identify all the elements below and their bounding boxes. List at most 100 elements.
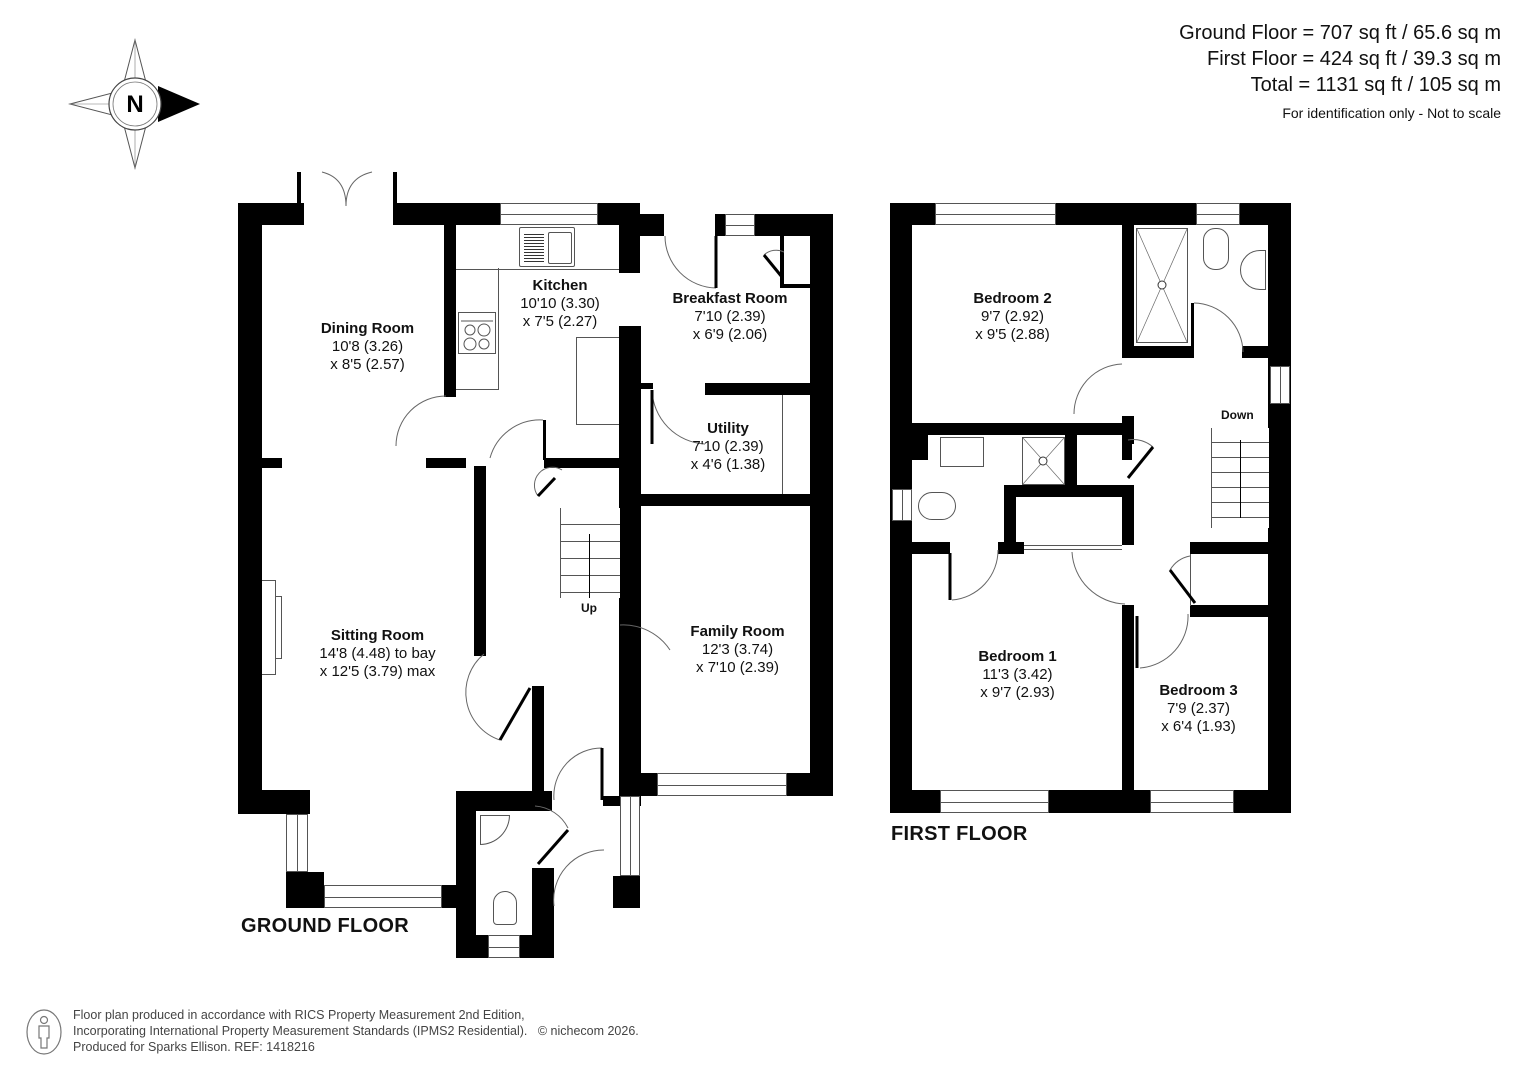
stair-arrow xyxy=(589,534,590,598)
wall xyxy=(640,214,664,236)
wall xyxy=(1004,485,1134,497)
wall xyxy=(456,791,476,958)
staircase xyxy=(560,508,620,598)
window xyxy=(657,773,787,796)
wall xyxy=(442,885,458,908)
wall xyxy=(297,172,301,225)
wall xyxy=(426,458,466,468)
wall xyxy=(262,458,282,468)
wall xyxy=(1268,203,1291,813)
wall xyxy=(613,876,640,908)
wall xyxy=(543,420,546,460)
ground-floor-label: GROUND FLOOR xyxy=(241,915,410,937)
counter xyxy=(498,268,499,390)
window xyxy=(500,203,598,225)
wall xyxy=(444,225,456,397)
wall xyxy=(238,790,310,814)
svg-text:N: N xyxy=(126,91,143,118)
wall xyxy=(1065,435,1077,490)
stairs-down-label: Down xyxy=(1221,408,1254,422)
footer-line-2: Incorporating International Property Mea… xyxy=(73,1024,639,1038)
first-floor-area: First Floor = 424 sq ft / 39.3 sq m xyxy=(1206,48,1501,70)
sliding-door xyxy=(1024,545,1122,550)
wall xyxy=(1004,485,1016,545)
wall xyxy=(1122,346,1194,358)
wall xyxy=(1122,225,1134,358)
wall xyxy=(1122,416,1134,444)
window xyxy=(935,203,1056,225)
wall xyxy=(544,458,619,468)
shower-tray-icon xyxy=(1022,437,1065,485)
wall xyxy=(1191,303,1194,353)
wall xyxy=(641,383,653,389)
wall xyxy=(1122,605,1134,795)
person-accessibility-icon xyxy=(26,1009,62,1055)
room-utility: Utility 7'10 (2.39) x 4'6 (1.38) xyxy=(690,420,766,473)
wall xyxy=(912,435,928,460)
wall xyxy=(641,494,811,506)
window xyxy=(286,814,308,872)
stair-arrow xyxy=(1240,440,1241,518)
wall xyxy=(466,791,552,811)
wall xyxy=(912,423,1122,435)
wall xyxy=(998,542,1024,554)
wall xyxy=(780,236,784,288)
room-sitting-room: Sitting Room 14'8 (4.48) to bay x 12'5 (… xyxy=(319,627,436,680)
sink-icon xyxy=(519,227,575,267)
window xyxy=(324,885,442,908)
wall xyxy=(395,203,500,225)
first-floor-label: FIRST FLOOR xyxy=(891,823,1028,845)
wall xyxy=(286,872,324,908)
footer: Floor plan produced in accordance with R… xyxy=(73,1007,639,1055)
window xyxy=(488,935,520,958)
shower-tray-icon xyxy=(1136,228,1188,343)
wall xyxy=(810,214,833,796)
room-bedroom-1: Bedroom 1 11'3 (3.42) x 9'7 (2.93) xyxy=(978,648,1057,701)
room-breakfast-room: Breakfast Room 7'10 (2.39) x 6'9 (2.06) xyxy=(672,290,788,343)
hob-icon xyxy=(458,312,496,354)
counter xyxy=(456,225,619,270)
window xyxy=(1150,790,1234,813)
window xyxy=(892,489,912,521)
wall xyxy=(1122,485,1134,545)
ground-floor-area: Ground Floor = 707 sq ft / 65.6 sq m xyxy=(1179,22,1501,44)
total-area: Total = 1131 sq ft / 105 sq m xyxy=(1250,74,1501,96)
wall xyxy=(238,203,304,225)
room-bedroom-2: Bedroom 2 9'7 (2.92) x 9'5 (2.88) xyxy=(973,290,1052,343)
footer-line-3: Produced for Sparks Ellison. REF: 141821… xyxy=(73,1040,315,1054)
wall xyxy=(705,383,810,395)
window xyxy=(1270,366,1290,404)
stairs-up-label: Up xyxy=(581,601,597,615)
basin-icon xyxy=(940,437,984,467)
area-summary: Ground Floor = 707 sq ft / 65.6 sq m Fir… xyxy=(1179,20,1501,126)
wall xyxy=(474,466,486,656)
wall xyxy=(715,214,725,236)
wall xyxy=(393,172,397,225)
wall xyxy=(780,284,810,288)
compass-north-icon: N xyxy=(68,38,200,170)
toilet-icon xyxy=(918,492,956,520)
room-dining-room: Dining Room 10'8 (3.26) x 8'5 (2.57) xyxy=(320,320,415,373)
window xyxy=(1196,203,1240,225)
copyright: © nichecom 2026. xyxy=(537,1024,639,1038)
wall xyxy=(238,203,262,813)
room-kitchen: Kitchen 10'10 (3.30) x 7'5 (2.27) xyxy=(520,277,600,330)
wall xyxy=(787,773,833,796)
wall xyxy=(1190,542,1268,554)
window xyxy=(620,796,640,876)
footer-line-1: Floor plan produced in accordance with R… xyxy=(73,1008,525,1022)
room-bedroom-3: Bedroom 3 7'9 (2.37) x 6'4 (1.93) xyxy=(1159,682,1238,735)
cupboard-line xyxy=(1190,554,1191,606)
window xyxy=(725,214,755,236)
window xyxy=(940,790,1049,813)
toilet-icon xyxy=(1203,228,1229,270)
wall xyxy=(532,686,544,796)
counter xyxy=(456,389,499,390)
fireplace xyxy=(262,580,276,675)
cupboard-line xyxy=(782,395,783,495)
wall xyxy=(912,542,950,554)
wall xyxy=(619,326,641,806)
wall xyxy=(619,203,640,273)
wall xyxy=(1242,346,1268,358)
